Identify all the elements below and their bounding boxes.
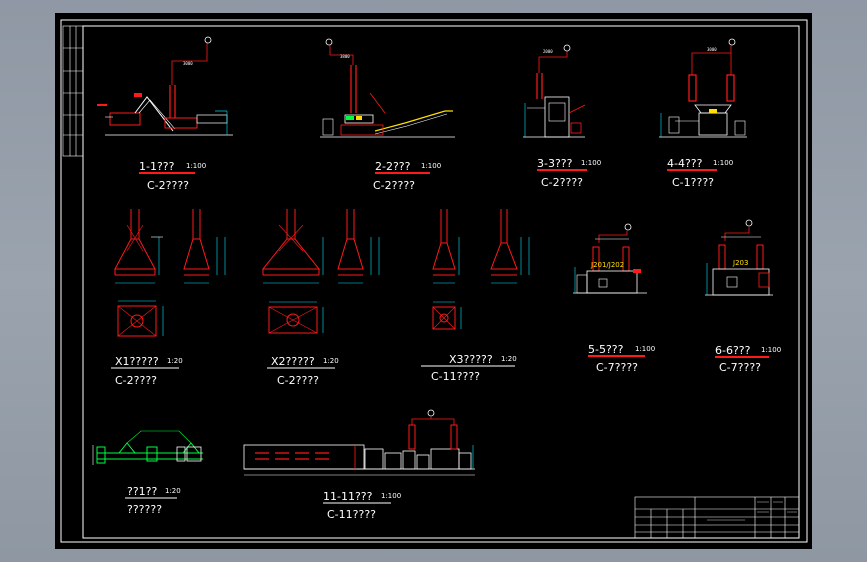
hood-x2-scale: 1:20 [323,357,339,365]
view-1-1-scale: 1:100 [186,162,206,170]
view-6-6-scale: 1:100 [761,346,781,354]
view-11-11-scale: 1:100 [381,492,401,500]
hood-x3-detail [432,209,530,330]
view-11-11-title: 11-11??? [323,490,373,503]
svg-text:3000: 3000 [707,47,717,52]
view-4-4-sheet-ref: C-1???? [672,176,714,189]
view-5-5-sheet-ref: C-7???? [596,361,638,374]
view-2-2-elevation: 3800 [320,38,455,138]
view-1-1-elevation: 3000 [97,36,233,136]
hood-x2-title: X2????? [271,355,315,368]
view-2-2-title: 2-2??? [375,160,411,173]
svg-text:3800: 3800 [340,54,350,59]
view-3-3-sheet-ref: C-2???? [541,176,583,189]
view-5-5-scale: 1:100 [635,345,655,353]
view-4-4-elevation: 3000 [659,38,747,138]
view-1-1-sheet-ref: C-2???? [147,179,189,192]
hood-x1-detail [114,209,226,337]
hood-x3-sheet-ref: C-11???? [431,370,480,383]
binding-strip [62,25,84,157]
view-3-3-scale: 1:100 [581,159,601,167]
detail-1-scale: 1:20 [165,487,181,495]
hood-x2-sheet-ref: C-2???? [277,374,319,387]
view-6-6-title: 6-6??? [715,344,751,357]
view-6-6-elevation [705,219,773,296]
svg-text:3000: 3000 [183,61,193,66]
hood-x1-title: X1????? [115,355,159,368]
view-4-4-scale: 1:100 [713,159,733,167]
view-11-11-section [243,409,475,476]
drawing-sheet: 3000 1-1??? 1:100 C-2???? 3800 2-2??? 1:… [55,13,812,549]
view-1-1-title: 1-1??? [139,160,175,173]
view-2-2-sheet-ref: C-2???? [373,179,415,192]
hood-x1-sheet-ref: C-2???? [115,374,157,387]
view-2-2-scale: 1:100 [421,162,441,170]
view-5-5-title: 5-5??? [588,343,624,356]
hood-x2-detail [261,209,380,334]
view-6-6-sheet-ref: C-7???? [719,361,761,374]
frame-border [82,25,800,539]
detail-green-assembly [92,430,203,465]
view-11-11-sheet-ref: C-11???? [327,508,376,521]
hood-x3-title: X3????? [449,353,493,366]
svg-text:2000: 2000 [543,49,553,54]
detail-1-sheet-ref: ?????? [127,503,162,516]
title-block [634,496,800,539]
tag-j201-j202: J201/J202 [590,261,624,269]
hood-x3-scale: 1:20 [501,355,517,363]
hood-x1-scale: 1:20 [167,357,183,365]
detail-1-title: ??1?? [127,485,158,498]
view-3-3-title: 3-3??? [537,157,573,170]
view-5-5-elevation [573,223,647,294]
tag-j203: J203 [732,259,748,267]
view-3-3-elevation: 2000 [523,44,586,138]
view-4-4-title: 4-4??? [667,157,703,170]
sheet-border [60,19,808,543]
cad-drawing: 3000 1-1??? 1:100 C-2???? 3800 2-2??? 1:… [60,19,808,543]
